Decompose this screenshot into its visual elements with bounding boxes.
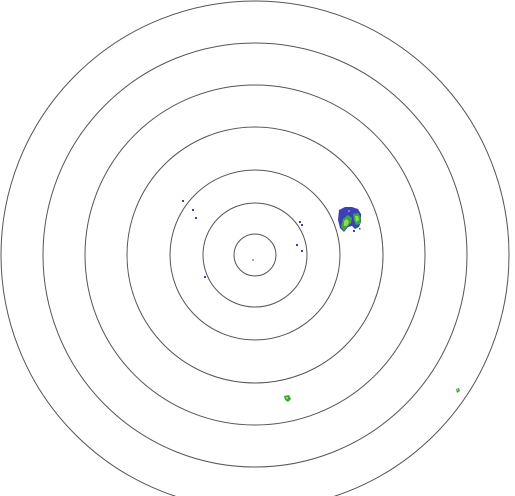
echo-pixel bbox=[359, 228, 361, 230]
range-ring-3 bbox=[169, 169, 341, 341]
echo-pixel bbox=[348, 210, 350, 212]
echo-pixel bbox=[195, 217, 197, 219]
storm-cell-south bbox=[284, 395, 291, 402]
echo-pixel bbox=[301, 250, 303, 252]
storm-strong-core-2 bbox=[355, 216, 359, 222]
echo-pixel bbox=[182, 200, 184, 202]
echo-pixel bbox=[301, 224, 303, 226]
storm-strong-core bbox=[344, 219, 349, 226]
echo-pixel bbox=[353, 230, 355, 232]
range-ring-1 bbox=[233, 233, 277, 277]
weak-echoes bbox=[182, 200, 361, 278]
echo-pixel bbox=[286, 397, 288, 399]
range-ring-4 bbox=[126, 126, 384, 384]
range-ring-5 bbox=[84, 84, 426, 426]
echo-pixel bbox=[192, 209, 194, 211]
echo-pixel bbox=[299, 221, 301, 223]
storm-cell-main bbox=[338, 207, 361, 232]
range-ring-2 bbox=[202, 202, 308, 308]
echo-pixel bbox=[204, 276, 206, 278]
range-ring-6 bbox=[42, 42, 468, 468]
echo-pixel bbox=[296, 244, 298, 246]
echo-pixel bbox=[457, 389, 459, 391]
radar-site-dot bbox=[252, 259, 254, 261]
storm-cell-southeast bbox=[456, 388, 460, 393]
